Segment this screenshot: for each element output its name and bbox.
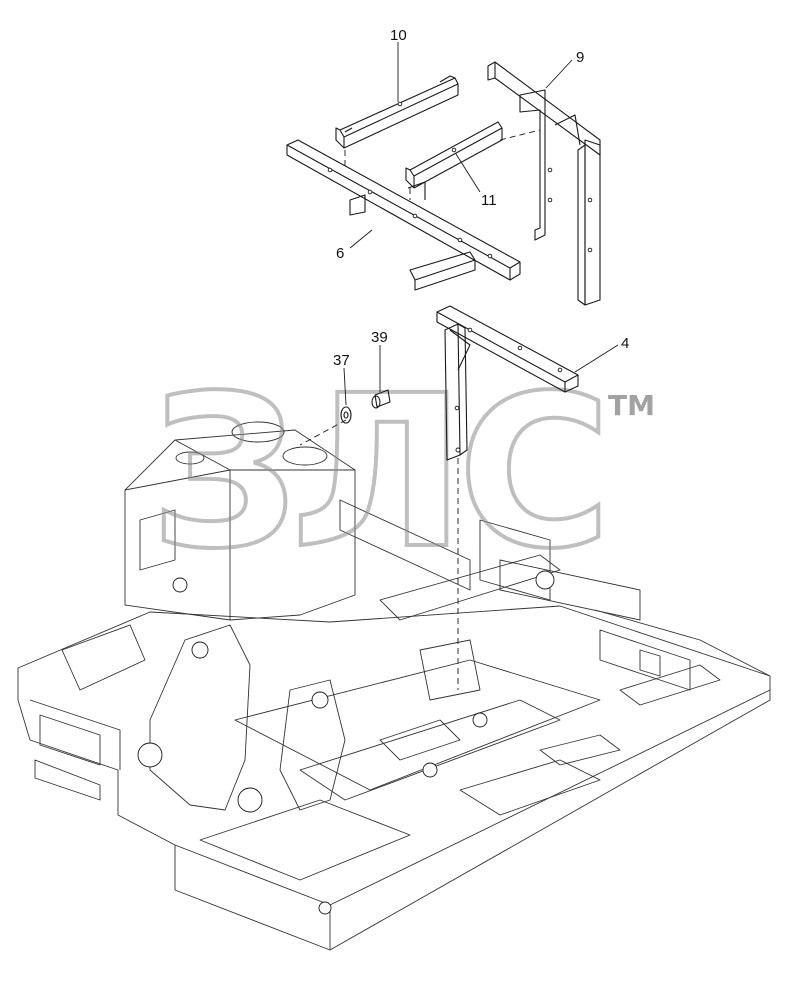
callout-4: 4 [621, 335, 629, 352]
callouts: 10 9 11 6 4 39 37 [333, 27, 629, 369]
part-37-washer [340, 406, 352, 424]
callout-39: 39 [371, 329, 388, 346]
part-11-short-rail [405, 121, 503, 189]
machine-frame [17, 421, 771, 951]
assembly-lines [299, 129, 541, 690]
callout-37: 37 [333, 352, 350, 369]
part-6-cross-beam [286, 139, 521, 291]
leader-lines [343, 42, 619, 406]
part-9-side-bracket [487, 61, 601, 306]
callout-9: 9 [576, 49, 584, 66]
callout-11: 11 [481, 192, 497, 209]
watermark: ЗЛС TM [148, 348, 655, 597]
trademark-mark: TM [608, 389, 655, 422]
callout-6: 6 [336, 245, 344, 262]
part-4-support [436, 305, 579, 461]
part-10-rail [335, 75, 459, 149]
watermark-text: ЗЛС [150, 350, 604, 595]
callout-10: 10 [390, 27, 407, 44]
part-39-bolt [371, 389, 391, 409]
